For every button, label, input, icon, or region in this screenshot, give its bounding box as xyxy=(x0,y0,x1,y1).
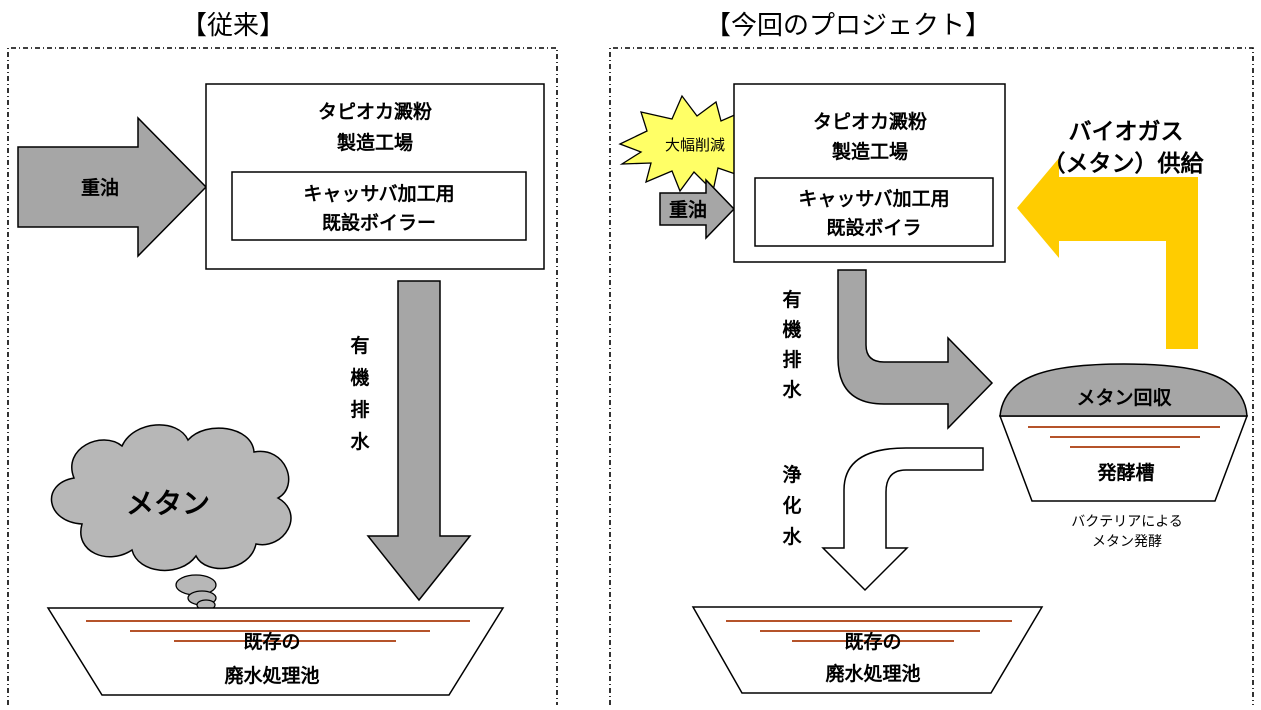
left-pond-line1: 既存の xyxy=(243,630,300,653)
heavy-oil-small-label: 重油 xyxy=(669,199,707,221)
methane-label: メタン xyxy=(126,487,210,520)
wastewater-char-3: 排 xyxy=(350,398,369,421)
purified-char-1: 浄 xyxy=(782,463,801,486)
reduction-burst-label: 大幅削減 xyxy=(665,136,725,154)
right-panel-frame xyxy=(609,47,1254,705)
biogas-supply-arrow: バイオガス （メタン）供給 xyxy=(1017,119,1205,349)
left-panel-title: 【従来】 xyxy=(181,11,285,41)
right-panel-title: 【今回のプロジェクト】 xyxy=(705,11,991,41)
boiler-box xyxy=(231,171,527,241)
project-wastewater-char-2: 機 xyxy=(782,318,801,341)
project-wastewater-char-1: 有 xyxy=(782,288,801,311)
methane-recovery-label: メタン回収 xyxy=(1076,387,1172,409)
left-pond: 既存の 廃水処理池 xyxy=(46,607,505,696)
right-pond: 既存の 廃水処理池 xyxy=(691,606,1044,694)
factory-box: タピオカ澱粉 製造工場 キャッサバ加工用 既設ボイラー xyxy=(205,83,545,270)
biogas-supply-arrow-shape xyxy=(1017,158,1198,349)
heavy-oil-arrow: 重油 xyxy=(17,116,208,258)
wastewater-arrow-shape xyxy=(366,280,472,602)
bacteria-line2: メタン発酵 xyxy=(1092,534,1162,550)
right-pond-line1: 既存の xyxy=(844,630,901,653)
right-panel: 【今回のプロジェクト】 大幅削減 重油 タピオカ澱粉 製造工場 キャッサバ加工用… xyxy=(609,11,1254,705)
fermenter-label: 発酵槽 xyxy=(1096,461,1154,484)
heavy-oil-arrow-small-shape xyxy=(659,178,736,240)
purified-water-arrow-shape xyxy=(821,447,984,592)
wastewater-char-2: 機 xyxy=(350,366,369,389)
project-factory-box: タピオカ澱粉 製造工場 キャッサバ加工用 既設ボイラ xyxy=(733,83,1006,263)
right-pond-line2: 廃水処理池 xyxy=(825,662,920,685)
project-boiler-box xyxy=(754,177,994,247)
right-pond-shape xyxy=(691,606,1044,694)
project-boiler-line1: キャッサバ加工用 xyxy=(798,188,949,210)
project-wastewater-char-4: 水 xyxy=(782,379,802,401)
biogas-line1: バイオガス xyxy=(1069,119,1184,145)
fermentation-tank-body xyxy=(998,415,1249,502)
wastewater-char-1: 有 xyxy=(350,334,369,357)
purified-char-3: 水 xyxy=(782,526,802,548)
factory-name-line1: タピオカ澱粉 xyxy=(318,100,432,123)
bacteria-line1: バクテリアによる xyxy=(1071,514,1183,530)
project-wastewater-arrow-shape xyxy=(837,269,994,430)
wastewater-char-4: 水 xyxy=(350,431,370,453)
left-pond-shape xyxy=(46,607,505,696)
boiler-line1: キャッサバ加工用 xyxy=(303,183,454,205)
purified-char-2: 化 xyxy=(782,494,801,517)
fermentation-tank: メタン回収 発酵槽 バクテリアによる メタン発酵 xyxy=(998,363,1249,550)
project-wastewater-char-3: 排 xyxy=(782,348,801,371)
left-pond-line2: 廃水処理池 xyxy=(224,664,319,687)
heavy-oil-arrow-shape xyxy=(17,116,208,258)
methane-dome xyxy=(999,363,1248,417)
project-boiler-line2: 既設ボイラ xyxy=(826,216,921,239)
project-factory-line2: 製造工場 xyxy=(831,140,908,163)
project-factory-line1: タピオカ澱粉 xyxy=(813,110,927,133)
boiler-line2: 既設ボイラー xyxy=(322,211,436,234)
project-wastewater-arrow: 有 機 排 水 xyxy=(782,269,994,430)
left-panel-frame xyxy=(7,47,558,705)
methane-cloud-shape xyxy=(50,424,292,572)
factory-name-line2: 製造工場 xyxy=(336,131,413,154)
heavy-oil-label: 重油 xyxy=(81,177,119,199)
heavy-oil-arrow-small: 重油 xyxy=(659,178,736,240)
purified-water-arrow: 浄 化 水 xyxy=(782,447,984,592)
wastewater-arrow: 有 機 排 水 xyxy=(350,280,472,602)
methane-cloud: メタン xyxy=(50,424,292,611)
left-panel: 【従来】 重油 タピオカ澱粉 製造工場 キャッサバ加工用 既設ボイラー 有 機 … xyxy=(7,11,558,705)
biogas-line2: （メタン）供給 xyxy=(1043,150,1205,177)
